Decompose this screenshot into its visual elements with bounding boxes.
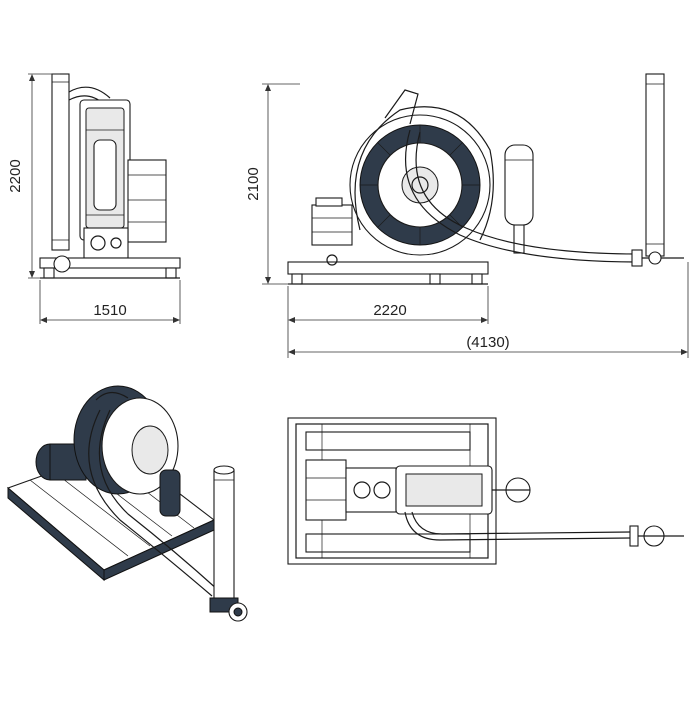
side-valve (53, 255, 71, 273)
top-motor (305, 459, 347, 521)
front-base-frame (287, 261, 489, 275)
side-base-frame (39, 257, 181, 269)
front-tower (645, 73, 665, 257)
dim-front-height: 2100 (245, 167, 262, 200)
side-cylinder (51, 73, 70, 251)
inlet-pipe (384, 89, 419, 125)
dim-front-base-width: 2220 (373, 302, 406, 319)
top-view (287, 417, 684, 565)
dim-side-height: 2200 (7, 159, 24, 192)
front-view: 2100 2220 (4130) (245, 73, 689, 358)
side-pipe (68, 86, 111, 99)
discharge-hose (405, 129, 641, 263)
iso-tower (213, 469, 235, 601)
pump-cover (354, 106, 494, 241)
dim-side-width: 1510 (93, 302, 126, 319)
iso-hose (88, 409, 213, 597)
side-view: 2200 1510 (7, 73, 181, 324)
isometric-view (6, 385, 248, 622)
iso-vessel (159, 469, 181, 517)
dim-front-total-width: (4130) (466, 334, 509, 351)
front-motor (311, 204, 353, 246)
side-motor (127, 159, 167, 243)
front-vessel (504, 144, 534, 226)
top-hose (404, 511, 631, 541)
